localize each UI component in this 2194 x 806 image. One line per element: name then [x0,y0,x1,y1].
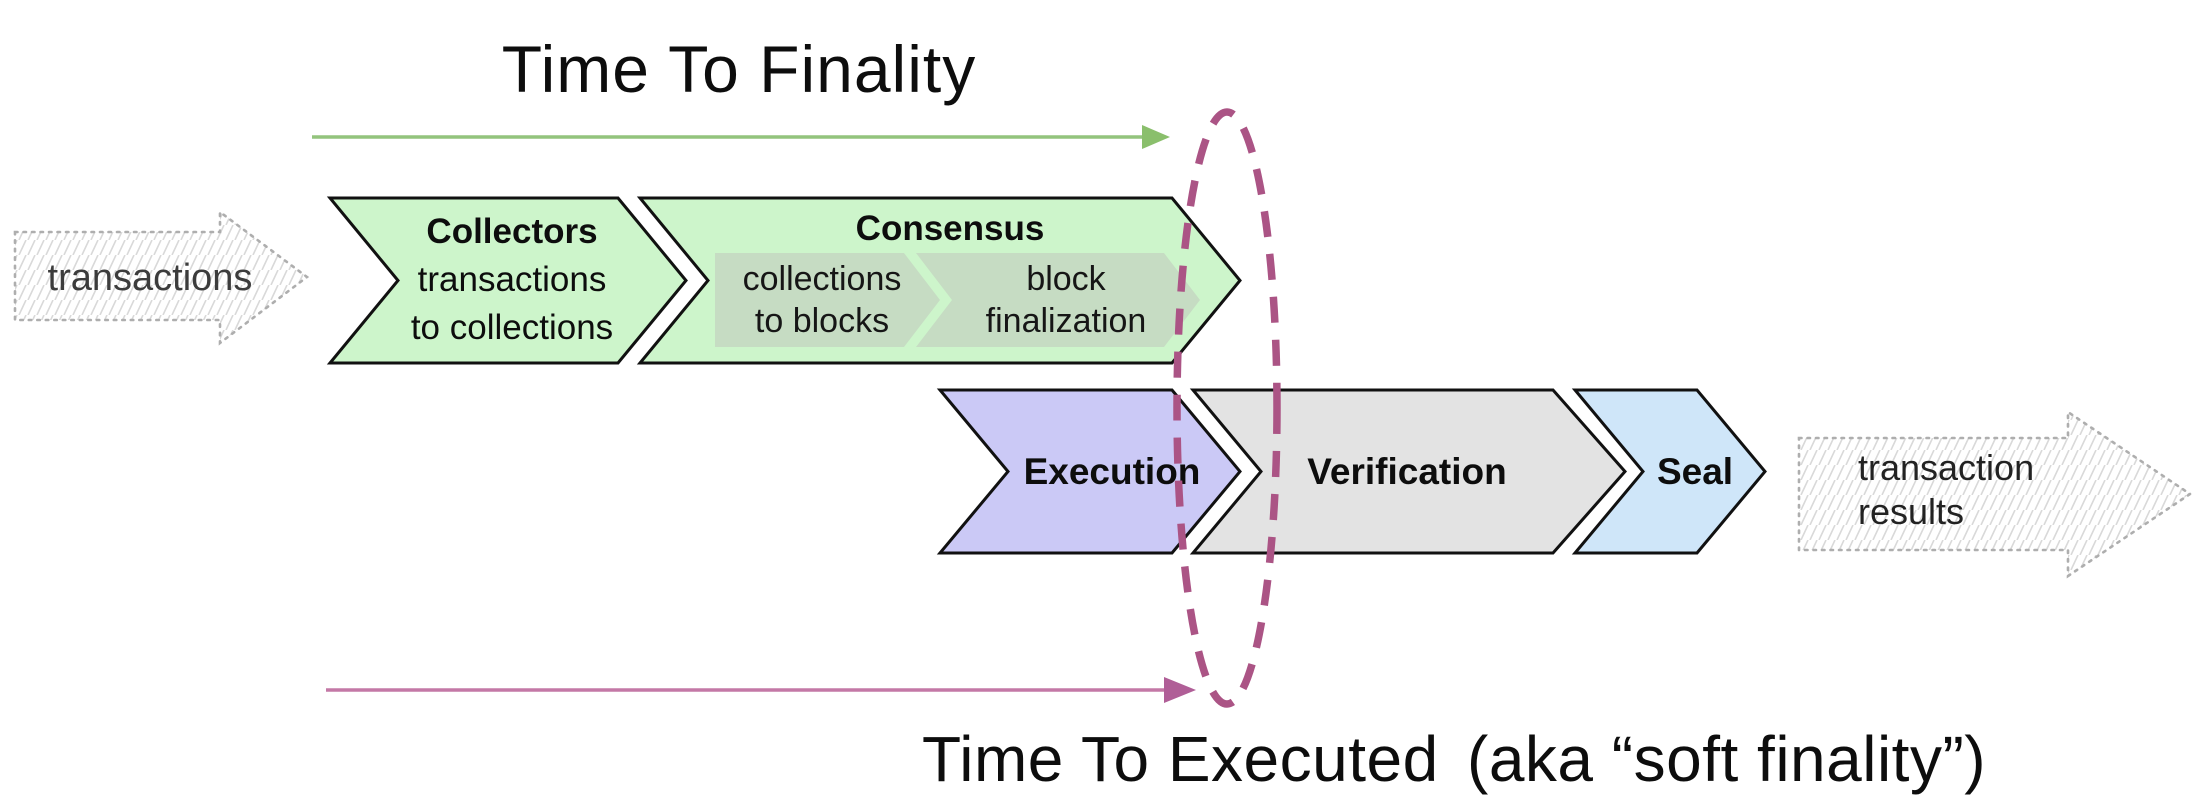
consensus-chevron: Consensus collections to blocks block fi… [636,196,1242,365]
collectors-line-1: transactions [418,260,607,299]
execution-label: Execution [1024,451,1201,492]
execution-chevron-shape [936,388,1242,555]
block-finalization-line-2: finalization [986,302,1147,340]
soft-finality-subtitle: (aka “soft finality”) [1467,723,1986,795]
collections-to-blocks-shape [715,253,940,347]
collectors-chevron-shape [326,196,688,365]
verification-chevron: Verification [1189,388,1628,555]
execution-chevron: Execution [936,388,1242,555]
time-to-executed-arrow [326,677,1196,703]
soft-finality-boundary-ellipse [1173,108,1281,708]
transaction-results-label-line-2: results [1858,491,1964,532]
seal-label: Seal [1657,451,1733,492]
time-to-finality-arrowhead [1142,125,1170,149]
consensus-sub-chevron-collections-to-blocks: collections to blocks [715,253,940,347]
collectors-title: Collectors [426,212,597,251]
verification-label: Verification [1307,451,1506,492]
transactions-input-label: transactions [48,257,253,299]
collections-to-blocks-line-2: to blocks [755,302,889,340]
transactions-input-arrow-shape [13,209,310,346]
time-to-finality-title: Time To Finality [502,32,976,106]
verification-chevron-shape [1189,388,1628,555]
transaction-results-arrow-shape [1797,409,2193,579]
consensus-title: Consensus [856,209,1045,248]
transactions-input-arrow: transactions [13,209,310,346]
collectors-line-2: to collections [411,308,613,347]
block-finalization-line-1: block [1026,260,1106,298]
time-to-finality-arrow [312,125,1170,149]
transaction-results-output-arrow: transaction results [1797,409,2193,579]
consensus-sub-chevron-block-finalization: block finalization [916,253,1200,347]
collectors-chevron: Collectors transactions to collections [326,196,688,365]
seal-chevron: Seal [1571,388,1767,555]
transaction-results-label-line-1: transaction [1858,447,2034,488]
time-to-executed-title: Time To Executed [922,723,1439,795]
collections-to-blocks-line-1: collections [743,260,902,298]
time-to-executed-arrowhead [1164,677,1196,703]
block-finalization-shape [916,253,1200,347]
seal-chevron-shape [1571,388,1767,555]
